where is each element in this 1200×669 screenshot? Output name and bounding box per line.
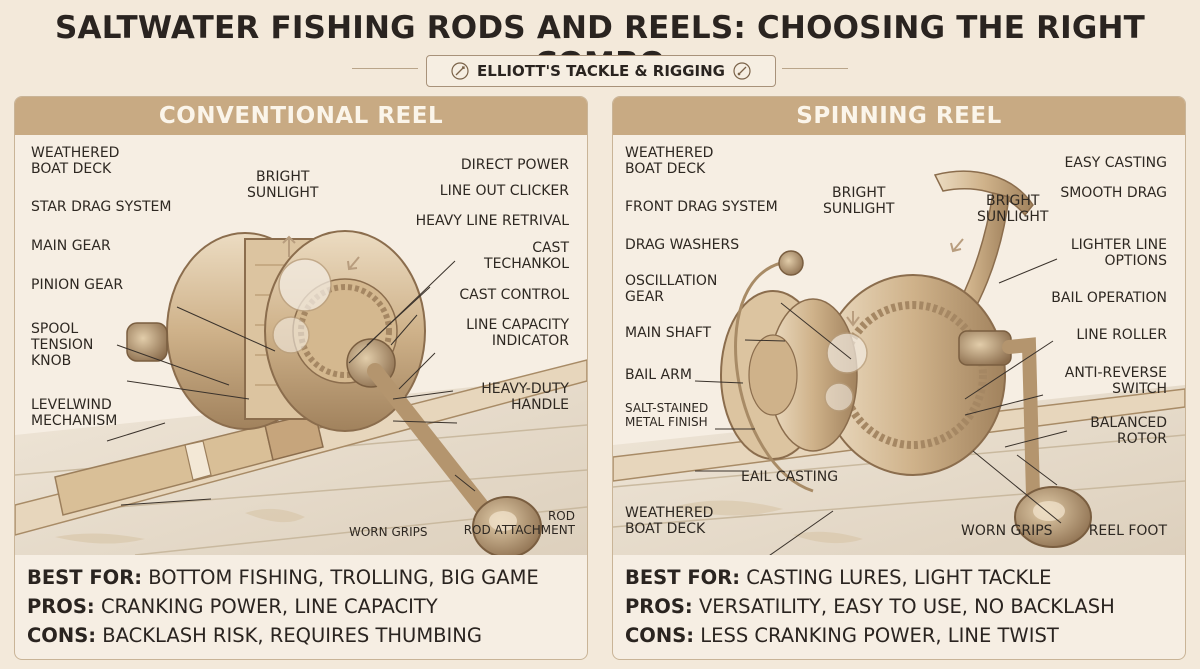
label-heavy-line-retrival: HEAVY LINE RETRIVAL <box>415 213 569 229</box>
label-line-roller: LINE ROLLER <box>1076 327 1167 343</box>
spinning-reel-panel: SPINNING REEL <box>612 96 1186 660</box>
bail-arm <box>734 261 814 493</box>
label-cast-techankol: CAST TECHANKOL <box>484 240 569 272</box>
spinning-panel-header: SPINNING REEL <box>613 97 1185 135</box>
cons-row: CONS: BACKLASH RISK, REQUIRES THUMBING <box>27 624 482 647</box>
label-rod-attachment: ROD ROD ATTACHMENT <box>463 509 575 537</box>
spinning-reel-illustration <box>613 170 1185 555</box>
label-star-drag-system: STAR DRAG SYSTEM <box>31 199 172 215</box>
label-reel-foot: REEL FOOT <box>1088 523 1167 539</box>
label-main-gear: MAIN GEAR <box>31 238 111 254</box>
conventional-summary: BEST FOR: BOTTOM FISHING, TROLLING, BIG … <box>27 563 577 650</box>
label-easy-casting: EASY CASTING <box>1064 155 1167 171</box>
fishing-rod-icon <box>733 62 751 80</box>
leader-lines <box>106 260 476 506</box>
label-bright-sunlight-right: BRIGHT SUNLIGHT <box>977 193 1049 225</box>
label-anti-reverse-switch: ANTI-REVERSE SWITCH <box>1064 365 1167 397</box>
best-for-row: BEST FOR: CASTING LURES, LIGHT TACKLE <box>625 566 1052 589</box>
label-weathered-boat-deck: WEATHERED BOAT DECK <box>31 145 120 177</box>
label-eail-casting: EAIL CASTING <box>741 469 839 485</box>
spinning-summary: BEST FOR: CASTING LURES, LIGHT TACKLE PR… <box>625 563 1175 650</box>
cons-row: CONS: LESS CRANKING POWER, LINE TWIST <box>625 624 1059 647</box>
label-main-shaft: MAIN SHAFT <box>625 325 712 341</box>
conventional-reel-illustration <box>15 230 587 555</box>
label-line-out-clicker: LINE OUT CLICKER <box>439 183 569 199</box>
brand-divider-right <box>782 68 848 69</box>
label-bail-operation: BAIL OPERATION <box>1051 290 1167 306</box>
conventional-panel-header: CONVENTIONAL REEL <box>15 97 587 135</box>
fishing-hook-icon <box>451 62 469 80</box>
brand-badge: ELLIOTT'S TACKLE & RIGGING <box>426 55 776 87</box>
best-for-row: BEST FOR: BOTTOM FISHING, TROLLING, BIG … <box>27 566 539 589</box>
label-direct-power: DIRECT POWER <box>460 157 569 173</box>
label-drag-washers: DRAG WASHERS <box>625 237 740 253</box>
conventional-reel-panel: CONVENTIONAL REEL <box>14 96 588 660</box>
pinion-gear <box>278 258 332 312</box>
label-worn-grips: WORN GRIPS <box>349 525 428 539</box>
label-line-capacity-indicator: LINE CAPACITY INDICATOR <box>466 317 569 349</box>
label-weathered-boat-deck: WEATHERED BOAT DECK <box>625 145 714 177</box>
label-bright-sunlight-left: BRIGHT SUNLIGHT <box>823 185 895 217</box>
front-drag-knob <box>778 250 804 276</box>
label-bail-arm: BAIL ARM <box>625 367 692 383</box>
pros-row: PROS: VERSATILITY, EASY TO USE, NO BACKL… <box>625 595 1115 618</box>
brand-name: ELLIOTT'S TACKLE & RIGGING <box>477 62 725 80</box>
reel-foot <box>933 170 1034 217</box>
handle-arm <box>367 363 493 519</box>
label-cast-control: CAST CONTROL <box>459 287 569 303</box>
label-oscillation-gear: OSCILLATION GEAR <box>625 273 718 305</box>
label-spool-tension-knob: SPOOL TENSION KNOB <box>31 321 94 369</box>
pros-row: PROS: CRANKING POWER, LINE CAPACITY <box>27 595 438 618</box>
line-roller <box>826 332 868 374</box>
label-bright-sunlight: BRIGHT SUNLIGHT <box>247 169 319 201</box>
label-balanced-rotor: BALANCED ROTOR <box>1090 415 1167 447</box>
label-smooth-drag: SMOOTH DRAG <box>1060 185 1167 201</box>
leader-lines <box>694 258 1068 555</box>
handle-arm <box>1002 337 1040 502</box>
label-heavy-duty-handle: HEAVY-DUTY HANDLE <box>481 381 569 413</box>
label-worn-grips: WORN GRIPS <box>961 523 1053 539</box>
label-pinion-gear: PINION GEAR <box>31 277 124 293</box>
label-weathered-boat-deck-lower: WEATHERED BOAT DECK <box>625 505 714 537</box>
brand-divider-left <box>352 68 418 69</box>
label-levelwind-mechanism: LEVELWIND MECHANISM <box>31 397 118 429</box>
label-salt-stained-metal-finish: SALT-STAINED METAL FINISH <box>625 401 709 429</box>
spool-tension-knob <box>126 322 168 362</box>
label-front-drag-system: FRONT DRAG SYSTEM <box>625 199 778 215</box>
label-lighter-line-options: LIGHTER LINE OPTIONS <box>1070 237 1167 269</box>
